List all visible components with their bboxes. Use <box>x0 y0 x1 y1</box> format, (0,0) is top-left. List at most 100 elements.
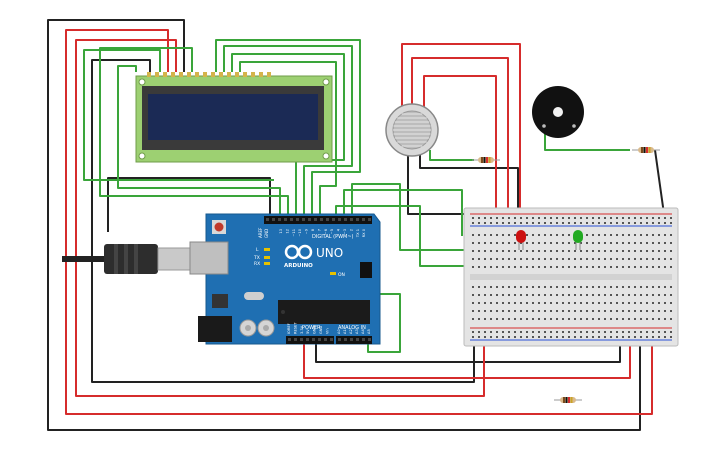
breadboard-hole[interactable] <box>634 331 636 333</box>
breadboard-hole[interactable] <box>622 266 624 268</box>
header-pin-hole[interactable] <box>350 218 353 221</box>
lcd-pin[interactable] <box>243 72 247 77</box>
breadboard-hole[interactable] <box>580 242 582 244</box>
breadboard-hole[interactable] <box>562 331 564 333</box>
breadboard-hole[interactable] <box>622 217 624 219</box>
breadboard-hole[interactable] <box>544 222 546 224</box>
breadboard-hole[interactable] <box>598 222 600 224</box>
breadboard-hole[interactable] <box>508 336 510 338</box>
header-pin-hole[interactable] <box>290 218 293 221</box>
breadboard-hole[interactable] <box>574 294 576 296</box>
breadboard-hole[interactable] <box>586 336 588 338</box>
breadboard-hole[interactable] <box>580 336 582 338</box>
breadboard-hole[interactable] <box>562 336 564 338</box>
breadboard-hole[interactable] <box>532 242 534 244</box>
breadboard-hole[interactable] <box>610 222 612 224</box>
header-pin-hole[interactable] <box>306 338 309 341</box>
lcd-pin[interactable] <box>155 72 159 77</box>
breadboard-hole[interactable] <box>490 336 492 338</box>
breadboard-hole[interactable] <box>472 294 474 296</box>
breadboard-hole[interactable] <box>544 266 546 268</box>
breadboard-hole[interactable] <box>670 302 672 304</box>
breadboard-hole[interactable] <box>478 234 480 236</box>
breadboard-hole[interactable] <box>502 258 504 260</box>
breadboard-hole[interactable] <box>490 318 492 320</box>
breadboard-hole[interactable] <box>496 258 498 260</box>
breadboard-hole[interactable] <box>544 302 546 304</box>
breadboard-hole[interactable] <box>484 258 486 260</box>
breadboard-hole[interactable] <box>664 222 666 224</box>
breadboard-hole[interactable] <box>538 318 540 320</box>
breadboard-hole[interactable] <box>664 266 666 268</box>
breadboard-hole[interactable] <box>538 310 540 312</box>
breadboard-hole[interactable] <box>634 294 636 296</box>
lcd-pin[interactable] <box>211 72 215 77</box>
breadboard-hole[interactable] <box>670 310 672 312</box>
lcd-pin[interactable] <box>267 72 271 77</box>
breadboard-hole[interactable] <box>622 234 624 236</box>
breadboard-hole[interactable] <box>592 266 594 268</box>
breadboard-hole[interactable] <box>610 258 612 260</box>
breadboard-hole[interactable] <box>532 302 534 304</box>
breadboard-hole[interactable] <box>490 250 492 252</box>
wire-black-gnd-power[interactable] <box>315 334 621 363</box>
breadboard-hole[interactable] <box>544 258 546 260</box>
breadboard-hole[interactable] <box>496 217 498 219</box>
breadboard-hole[interactable] <box>628 222 630 224</box>
breadboard-hole[interactable] <box>562 234 564 236</box>
breadboard-hole[interactable] <box>574 242 576 244</box>
breadboard-hole[interactable] <box>610 336 612 338</box>
breadboard-hole[interactable] <box>616 266 618 268</box>
header-pin-hole[interactable] <box>284 218 287 221</box>
breadboard-hole[interactable] <box>514 294 516 296</box>
breadboard-hole[interactable] <box>604 318 606 320</box>
breadboard-hole[interactable] <box>550 234 552 236</box>
breadboard-hole[interactable] <box>532 318 534 320</box>
breadboard-hole[interactable] <box>646 217 648 219</box>
breadboard-hole[interactable] <box>508 242 510 244</box>
breadboard-hole[interactable] <box>568 258 570 260</box>
breadboard-hole[interactable] <box>628 217 630 219</box>
breadboard-hole[interactable] <box>562 286 564 288</box>
breadboard-hole[interactable] <box>652 310 654 312</box>
breadboard-hole[interactable] <box>616 258 618 260</box>
header-pin-hole[interactable] <box>338 338 341 341</box>
header-pin-hole[interactable] <box>356 218 359 221</box>
lcd-pin[interactable] <box>251 72 255 77</box>
lcd-pin[interactable] <box>147 72 151 77</box>
breadboard-hole[interactable] <box>478 266 480 268</box>
breadboard-hole[interactable] <box>616 222 618 224</box>
breadboard-hole[interactable] <box>556 217 558 219</box>
breadboard-hole[interactable] <box>472 258 474 260</box>
breadboard-hole[interactable] <box>496 266 498 268</box>
breadboard-hole[interactable] <box>604 258 606 260</box>
breadboard-hole[interactable] <box>508 286 510 288</box>
breadboard-hole[interactable] <box>574 217 576 219</box>
breadboard-hole[interactable] <box>598 302 600 304</box>
breadboard-hole[interactable] <box>478 331 480 333</box>
breadboard-hole[interactable] <box>544 294 546 296</box>
breadboard-hole[interactable] <box>514 258 516 260</box>
breadboard-hole[interactable] <box>586 258 588 260</box>
breadboard-hole[interactable] <box>568 250 570 252</box>
breadboard-hole[interactable] <box>628 318 630 320</box>
breadboard-hole[interactable] <box>622 336 624 338</box>
breadboard-hole[interactable] <box>604 336 606 338</box>
breadboard-hole[interactable] <box>646 302 648 304</box>
breadboard-hole[interactable] <box>658 336 660 338</box>
breadboard-hole[interactable] <box>622 242 624 244</box>
breadboard-hole[interactable] <box>472 222 474 224</box>
breadboard-hole[interactable] <box>472 242 474 244</box>
breadboard-hole[interactable] <box>526 250 528 252</box>
breadboard-hole[interactable] <box>478 242 480 244</box>
breadboard-hole[interactable] <box>592 242 594 244</box>
breadboard-hole[interactable] <box>646 250 648 252</box>
wire-green-buzzer[interactable] <box>544 128 630 151</box>
breadboard-hole[interactable] <box>484 234 486 236</box>
breadboard-hole[interactable] <box>484 222 486 224</box>
breadboard-hole[interactable] <box>538 242 540 244</box>
breadboard-hole[interactable] <box>508 310 510 312</box>
header-pin-hole[interactable] <box>278 218 281 221</box>
breadboard-hole[interactable] <box>490 331 492 333</box>
resistor[interactable] <box>472 157 500 163</box>
